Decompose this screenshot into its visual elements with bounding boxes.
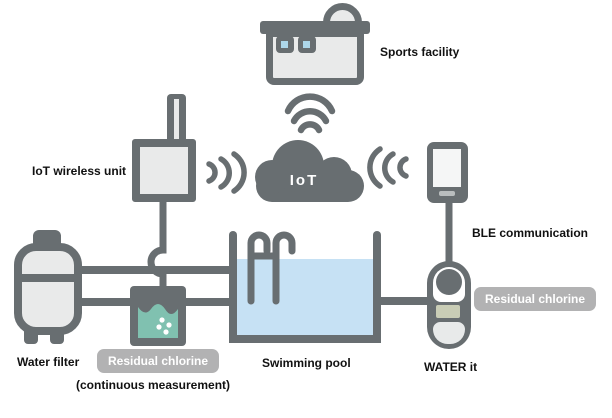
building-window-1 — [276, 36, 294, 53]
pool-ladder-icon — [247, 231, 296, 305]
tank-body — [14, 243, 82, 335]
sensor-liquid — [138, 294, 178, 335]
tank-band — [14, 274, 82, 282]
pool-water — [237, 259, 375, 337]
residual-chlorine-badge-right: Residual chlorine — [474, 287, 597, 311]
chlorine-sensor-icon — [130, 286, 186, 346]
iot-cloud-icon — [255, 140, 364, 202]
unit-body — [132, 139, 196, 202]
waterit-bottom — [433, 322, 465, 344]
tank-foot-left — [24, 331, 38, 344]
residual-chlorine-badge-left: Residual chlorine — [97, 349, 220, 373]
cloud-iot-label: IoT — [289, 172, 319, 189]
swimming-pool-label: Swimming pool — [262, 356, 351, 370]
water-filter-label: Water filter — [17, 355, 80, 369]
pool-bottom — [229, 335, 381, 343]
pool-wall-right — [373, 231, 381, 343]
phone-screen — [433, 149, 461, 187]
water-it-device-icon — [427, 261, 471, 349]
water-it-label: WATER it — [424, 360, 478, 374]
tank-cap — [33, 230, 61, 247]
wifi-signal-icon — [284, 93, 336, 134]
tank-foot-right — [50, 331, 64, 344]
phone-home-button — [439, 191, 455, 196]
sensor-screen — [138, 294, 178, 338]
sports-facility-label: Sports facility — [380, 45, 460, 59]
unit-antenna — [167, 94, 186, 144]
continuous-measurement-label: (continuous measurement) — [76, 378, 231, 392]
radio-waves-right-icon — [367, 146, 409, 189]
building-window-2 — [298, 36, 316, 53]
waterit-lens — [436, 269, 462, 295]
radio-waves-left-icon — [206, 151, 247, 194]
waterit-display — [436, 305, 460, 318]
iot-wireless-unit-label: IoT wireless unit — [32, 164, 127, 178]
ble-communication-label: BLE communication — [472, 226, 589, 240]
pool-wall-left — [229, 231, 237, 343]
wire-unit-to-sensor — [147, 196, 167, 294]
